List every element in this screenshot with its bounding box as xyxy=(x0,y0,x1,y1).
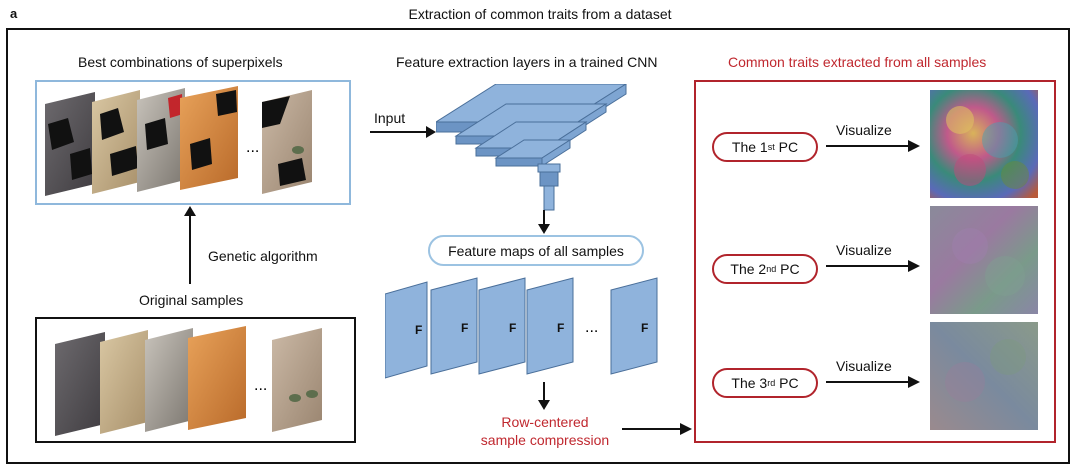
superpixel-card-2 xyxy=(92,90,140,194)
pc3-prefix: The 3 xyxy=(731,375,768,391)
original-samples-box xyxy=(35,317,356,443)
superpixel-card-last xyxy=(262,90,312,194)
original-samples-title: Original samples xyxy=(139,292,244,308)
best-combinations-box xyxy=(35,80,351,205)
pc3-visualization xyxy=(930,322,1038,430)
up-arrow xyxy=(184,206,196,284)
compression-arrow xyxy=(622,423,692,435)
feature-map-letter-last: F xyxy=(641,321,648,335)
compression-line-2: sample compression xyxy=(480,432,610,448)
pc1-visualization xyxy=(930,90,1038,198)
superpixel-card-3 xyxy=(137,88,185,192)
visualize-label-1: Visualize xyxy=(836,122,892,138)
visualize-label-2: Visualize xyxy=(836,242,892,258)
feature-map-4 xyxy=(526,277,574,375)
pc2-visualization xyxy=(930,206,1038,314)
feature-map-letter-4: F xyxy=(557,321,564,335)
compression-line-1: Row-centered xyxy=(501,414,589,430)
superpixel-images: ... xyxy=(45,86,312,196)
pc3-suffix: PC xyxy=(775,375,799,391)
original-sample-last xyxy=(272,328,322,432)
best-combinations-title: Best combinations of superpixels xyxy=(78,54,283,70)
down-arrow-cnn xyxy=(538,210,550,234)
pc2-prefix: The 2 xyxy=(730,261,767,277)
original-ellipsis: ... xyxy=(254,377,267,394)
visualize-arrow-1 xyxy=(826,140,920,152)
visualize-label-3: Visualize xyxy=(836,358,892,374)
genetic-algorithm-label: Genetic algorithm xyxy=(208,248,318,264)
feature-map-2 xyxy=(430,277,478,375)
outer-frame xyxy=(6,28,1070,464)
down-arrow-maps xyxy=(538,382,550,410)
common-traits-title: Common traits extracted from all samples xyxy=(728,54,987,70)
feature-map-letter-1: F xyxy=(415,323,422,337)
pc3-sup: rd xyxy=(767,378,776,388)
visualize-arrow-2 xyxy=(826,260,920,272)
panel-label: a xyxy=(10,6,18,21)
cnn-layers xyxy=(436,84,627,211)
pc1-suffix: PC xyxy=(774,139,799,155)
feature-map-last xyxy=(610,277,658,375)
superpixel-card-1 xyxy=(45,92,95,196)
feature-maps: F F F F ... F xyxy=(385,277,658,379)
feature-map-letter-3: F xyxy=(509,321,516,335)
input-label: Input xyxy=(374,110,406,126)
feature-map-1 xyxy=(385,281,428,379)
original-sample-1 xyxy=(55,332,105,436)
common-traits-box xyxy=(694,80,1056,443)
feature-maps-pill: Feature maps of all samples xyxy=(428,235,644,266)
superpixel-ellipsis: ... xyxy=(246,139,259,156)
pc1-sup: st xyxy=(767,142,775,152)
visualize-arrow-3 xyxy=(826,376,920,388)
feature-map-ellipsis: ... xyxy=(585,319,598,336)
feature-map-3 xyxy=(478,277,526,375)
input-arrow xyxy=(370,126,436,138)
pc2-sup: nd xyxy=(766,264,777,274)
superpixel-card-4 xyxy=(180,86,238,190)
pc2-suffix: PC xyxy=(776,261,800,277)
original-sample-3 xyxy=(145,328,193,432)
original-sample-2 xyxy=(100,330,148,434)
pc1-prefix: The 1 xyxy=(731,139,768,155)
feature-map-letter-2: F xyxy=(461,321,468,335)
original-sample-4 xyxy=(188,326,246,430)
figure-title: Extraction of common traits from a datas… xyxy=(408,6,672,22)
cnn-title: Feature extraction layers in a trained C… xyxy=(396,54,658,70)
original-sample-images: ... xyxy=(55,326,322,436)
